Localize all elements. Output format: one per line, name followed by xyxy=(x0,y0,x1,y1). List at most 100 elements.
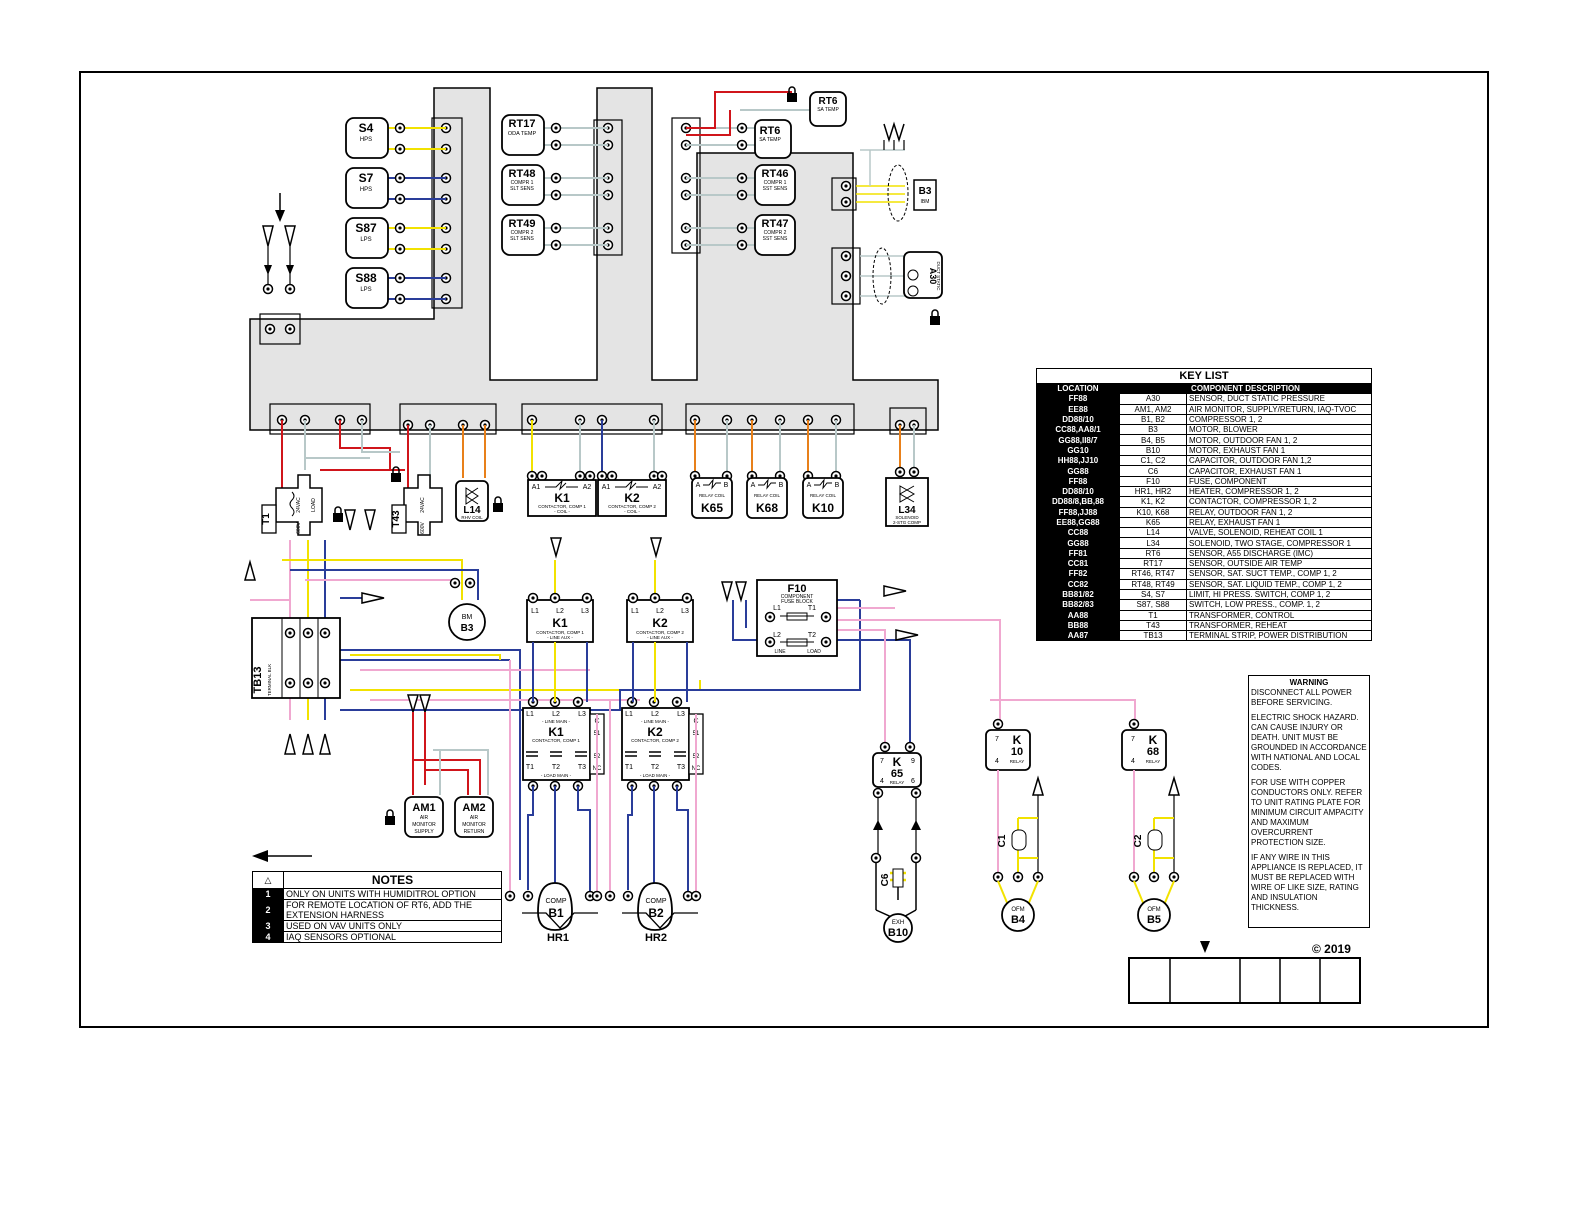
exhaust-fan-b10: C6 EXH B10 xyxy=(870,852,922,943)
sensor-rt47: RT47 COMPR 2 SST SENS xyxy=(736,214,796,256)
svg-text:ODA TEMP: ODA TEMP xyxy=(508,131,537,137)
key-description: SENSOR, DUCT STATIC PRESSURE xyxy=(1186,393,1372,405)
key-code: F10 xyxy=(1119,475,1187,487)
svg-text:RT48: RT48 xyxy=(509,168,536,180)
key-code: L34 xyxy=(1119,537,1187,549)
contactor-k2-main: L1 L2 L3 - LINE MAIN - K2 CONTACTOR, COM… xyxy=(621,696,704,792)
svg-text:RT6: RT6 xyxy=(760,125,781,137)
blower-motor-b3: BM B3 xyxy=(448,577,486,641)
key-description: SOLENOID, TWO STAGE, COMPRESSOR 1 xyxy=(1186,537,1372,549)
key-description: SENSOR, SAT. LIQUID TEMP., COMP 1, 2 xyxy=(1186,578,1372,590)
svg-text:MONITOR: MONITOR xyxy=(462,822,486,828)
switch-s7: S7 HPS xyxy=(345,167,406,209)
svg-text:600V: 600V xyxy=(420,522,426,534)
svg-text:SST SENS: SST SENS xyxy=(763,236,788,242)
svg-text:COMP: COMP xyxy=(646,898,667,905)
svg-text:OFM: OFM xyxy=(1011,907,1024,913)
key-location: DD88/10 xyxy=(1036,485,1120,498)
svg-text:K2: K2 xyxy=(647,725,663,739)
svg-text:K65: K65 xyxy=(701,501,723,515)
sensor-rt6-remote: RT6 SA TEMP xyxy=(809,91,847,127)
key-description: TRANSFORMER, REHEAT xyxy=(1186,619,1372,632)
svg-text:RELAY: RELAY xyxy=(890,780,904,785)
terminal-strip-tb13: TB13 TERMINAL BLK xyxy=(251,617,341,755)
key-location: GG10 xyxy=(1036,444,1120,457)
warning-paragraph: DISCONNECT ALL POWER BEFORE SERVICING. xyxy=(1251,688,1352,707)
contactor-k1-aux: L1 L2 L3 K1 CONTACTOR, COMP 1 - LINE AUX… xyxy=(526,592,594,643)
warning-title: WARNING xyxy=(1289,678,1329,687)
compressor-b1: COMP B1 HR1 xyxy=(504,882,603,944)
sensor-rt48: RT48 COMPR 1 SLT SENS xyxy=(501,164,562,206)
contactor-k1-main: L1 L2 L3 - LINE MAIN - K1 CONTACTOR, COM… xyxy=(522,696,605,792)
key-location: AA87 xyxy=(1036,630,1120,642)
compressor-b2: COMP B2 HR2 xyxy=(604,882,702,944)
key-location: EE88,GG88 xyxy=(1036,516,1120,529)
key-location: DD88/8,BB,88 xyxy=(1036,496,1120,508)
compressor-wires xyxy=(509,642,697,895)
svg-text:6: 6 xyxy=(911,778,915,785)
svg-text:K: K xyxy=(1149,733,1158,747)
pressure-switches: S4 HPS S7 HPS S87 LPS S88 LPS xyxy=(345,117,406,309)
key-location: BB81/82 xyxy=(1036,588,1120,601)
svg-text:B: B xyxy=(724,482,729,489)
svg-text:T1: T1 xyxy=(808,605,816,612)
svg-text:A2: A2 xyxy=(653,484,662,491)
svg-text:7: 7 xyxy=(995,736,999,743)
key-code: S4, S7 xyxy=(1119,588,1187,601)
key-description: CAPACITOR, OUTDOOR FAN 1,2 xyxy=(1186,455,1372,467)
contactor-k2-coil: A1 A2 K2 CONTACTOR, COMP 2 - COIL - xyxy=(596,470,668,517)
svg-text:- COIL -: - COIL - xyxy=(554,509,570,514)
key-description: TRANSFORMER, CONTROL xyxy=(1186,609,1372,621)
key-location: EE88 xyxy=(1036,403,1120,415)
svg-text:OFM: OFM xyxy=(1147,907,1160,913)
key-description: COMPRESSOR 1, 2 xyxy=(1186,413,1372,426)
title-block xyxy=(1128,941,1361,1004)
svg-text:B: B xyxy=(835,482,840,489)
svg-text:K1: K1 xyxy=(554,491,570,505)
svg-text:CONTACTOR, COMP 2: CONTACTOR, COMP 2 xyxy=(636,630,684,635)
warning-paragraph: IF ANY WIRE IN THIS APPLIANCE IS REPLACE… xyxy=(1251,853,1363,912)
transformer-t1: T1 24VAC 600V LOAD xyxy=(261,474,376,536)
svg-text:K2: K2 xyxy=(652,616,668,630)
note-marker-icon xyxy=(492,496,504,513)
svg-text:- LINE MAIN -: - LINE MAIN - xyxy=(641,719,670,724)
svg-text:2-STG COMP: 2-STG COMP xyxy=(893,520,921,525)
key-list-header-description: COMPONENT DESCRIPTION xyxy=(1119,382,1372,395)
svg-text:L2: L2 xyxy=(773,632,781,639)
svg-text:SLT SENS: SLT SENS xyxy=(510,186,534,192)
key-location: HH88,JJ10 xyxy=(1036,455,1120,467)
svg-text:K68: K68 xyxy=(756,501,778,515)
key-code: RT48, RT49 xyxy=(1119,578,1187,590)
svg-text:S4: S4 xyxy=(359,121,374,135)
relay-k65: 7 4 9 6 K 65 RELAY xyxy=(872,741,922,855)
svg-text:HR2: HR2 xyxy=(645,932,667,944)
key-code: K65 xyxy=(1119,516,1187,529)
relay-coil-k10: A B RELAY COIL K10 xyxy=(802,470,844,519)
svg-text:B3: B3 xyxy=(461,623,474,634)
key-location: BB88 xyxy=(1036,619,1120,632)
svg-text:RELAY COIL: RELAY COIL xyxy=(810,493,837,498)
svg-text:IBM: IBM xyxy=(921,199,930,205)
svg-text:EXH: EXH xyxy=(892,920,904,926)
svg-text:LPS: LPS xyxy=(360,237,371,243)
svg-text:T2: T2 xyxy=(651,764,659,771)
svg-text:RELAY COIL: RELAY COIL xyxy=(699,493,726,498)
key-list-title: KEY LIST xyxy=(1036,368,1372,384)
outdoor-fan-b4: C1 OFM B4 xyxy=(992,817,1044,932)
switch-s88: S88 LPS xyxy=(345,267,406,309)
